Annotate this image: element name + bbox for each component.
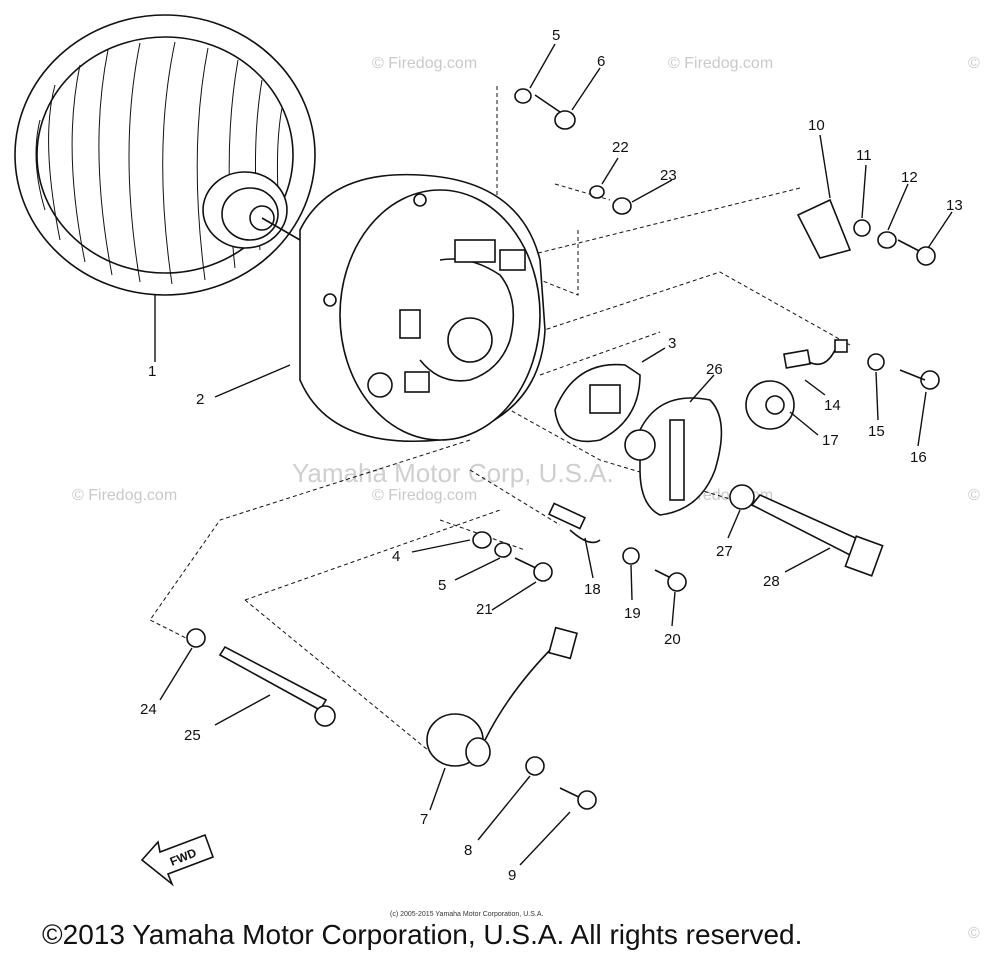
small-copyright: (c) 2005-2015 Yamaha Motor Corporation, … xyxy=(390,911,543,918)
callout-number: 4 xyxy=(392,548,400,565)
watermark-firedog: © Firedog.com xyxy=(72,487,177,504)
leader-lines xyxy=(154,43,953,866)
watermark-firedog: © Firedog.com xyxy=(372,487,477,504)
fwd-arrow: FWD xyxy=(140,833,215,887)
condenser xyxy=(426,626,578,767)
callout-number: 13 xyxy=(946,197,963,214)
watermark-firedog: © Firedog.com xyxy=(372,55,477,72)
watermark-firedog: © xyxy=(968,487,980,504)
callout-layer: 1 2 3 4 5 5 6 7 8 9 10 11 12 13 14 15 16… xyxy=(140,27,963,884)
cam xyxy=(745,380,795,430)
callout-number: 20 xyxy=(664,631,681,648)
stator-housing xyxy=(299,173,546,443)
callout-number: 5 xyxy=(438,577,446,594)
callout-number: 14 xyxy=(824,397,841,414)
callout-number: 7 xyxy=(420,811,428,828)
callout-number: 8 xyxy=(464,842,472,859)
callout-number: 1 xyxy=(148,363,156,380)
footer-copyright: ©2013 Yamaha Motor Corporation, U.S.A. A… xyxy=(42,919,802,950)
hardware xyxy=(186,88,940,810)
callout-number: 18 xyxy=(584,581,601,598)
watermark-firedog: © xyxy=(968,55,980,72)
callout-number: 12 xyxy=(901,169,918,186)
bracket xyxy=(796,198,852,259)
callout-number: 25 xyxy=(184,727,201,744)
rotor-flywheel xyxy=(14,14,316,296)
callout-number: 17 xyxy=(822,432,839,449)
watermark-yamaha: Yamaha Motor Corp, U.S.A. xyxy=(292,458,614,488)
callout-number: 28 xyxy=(763,573,780,590)
assembly-lines xyxy=(149,86,851,761)
callout-number: 22 xyxy=(612,139,629,156)
callout-number: 23 xyxy=(660,167,677,184)
watermark-firedog: © Firedog.com xyxy=(668,55,773,72)
callout-number: 21 xyxy=(476,601,493,618)
breaker-plate xyxy=(624,397,723,516)
contact-breaker xyxy=(554,363,641,443)
callout-number: 27 xyxy=(716,543,733,560)
lead-wire xyxy=(783,339,848,369)
callout-number: 9 xyxy=(508,867,516,884)
watermark-firedog: © xyxy=(968,925,980,942)
callout-number: 26 xyxy=(706,361,723,378)
callout-number: 3 xyxy=(668,335,676,352)
callout-number: 24 xyxy=(140,701,157,718)
callout-number: 15 xyxy=(868,423,885,440)
callout-number: 19 xyxy=(624,605,641,622)
callout-number: 10 xyxy=(808,117,825,134)
callout-number: 2 xyxy=(196,391,204,408)
callout-number: 6 xyxy=(597,53,605,70)
callout-number: 5 xyxy=(552,27,560,44)
callout-number: 16 xyxy=(910,449,927,466)
callout-number: 11 xyxy=(856,147,872,164)
